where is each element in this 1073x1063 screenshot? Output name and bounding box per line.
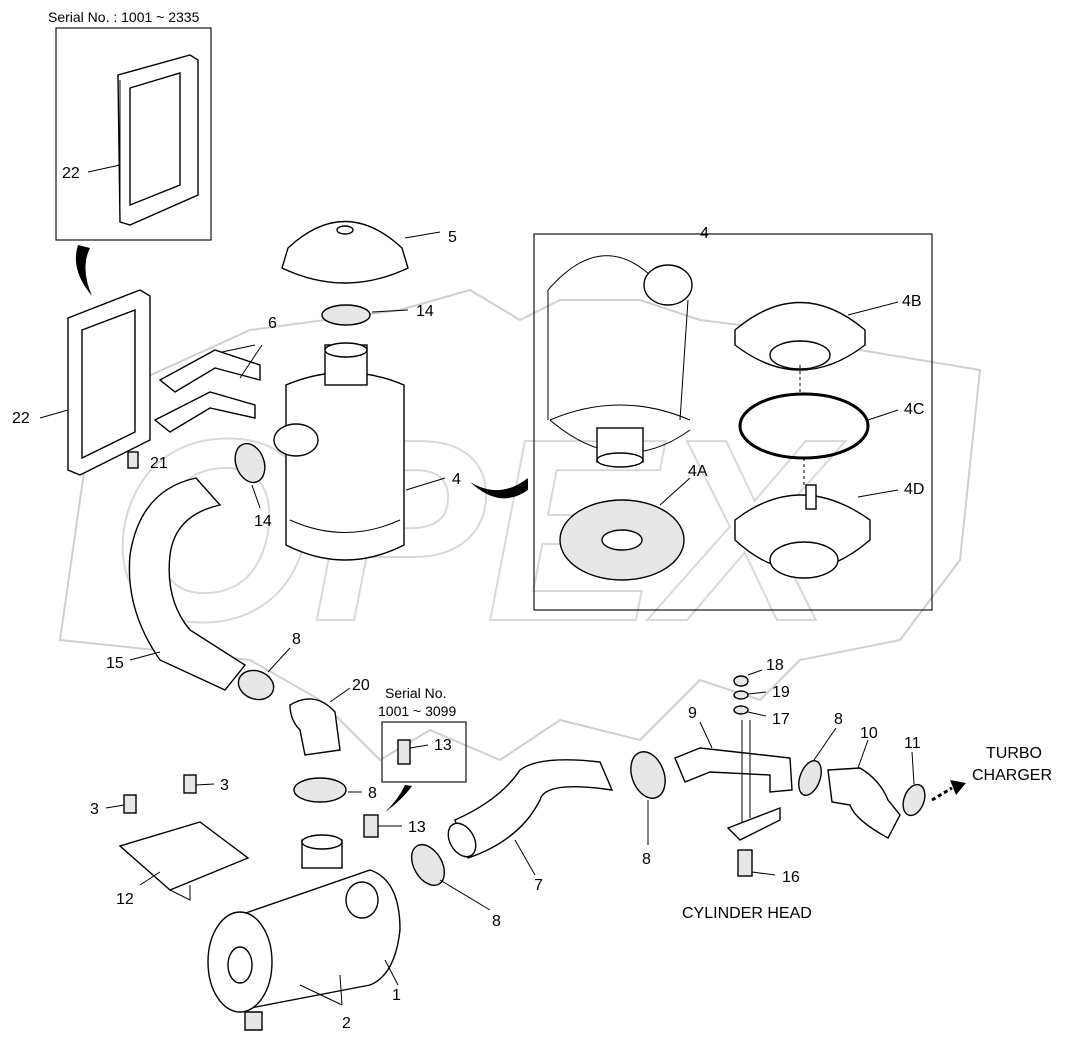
air-cleaner-cap: 5 (281, 220, 457, 284)
callout-19: 19 (772, 684, 790, 701)
clamp-8c: 8 (410, 844, 501, 930)
sensor-13: 13 (363, 814, 426, 838)
serial-inset-mid: Serial No. 1001 ~ 3099 13 (378, 685, 467, 812)
clamp-left: 14 (234, 442, 272, 530)
callout-4c: 4C (904, 401, 924, 418)
clamp-8d: 8 (630, 751, 666, 868)
hose-7: 7 (447, 759, 614, 894)
callout-15: 15 (106, 655, 124, 672)
air-cleaner-1: 1 2 (207, 834, 401, 1032)
turbo-arrow (931, 780, 966, 802)
callout-3b: 3 (220, 777, 229, 794)
callout-9: 9 (688, 705, 697, 722)
callout-8d: 8 (642, 851, 651, 868)
watermark-text: OPEX (110, 386, 846, 676)
callout-1: 1 (392, 987, 401, 1004)
serial-inset-top: Serial No. : 1001 ~ 2335 22 (48, 9, 212, 241)
callout-4-box: 4 (700, 225, 709, 242)
callout-18: 18 (766, 657, 784, 674)
detail-arrow (470, 478, 528, 499)
inset-arrow-mid (385, 785, 412, 812)
callout-22: 22 (12, 410, 30, 427)
mounting-brackets: 6 (153, 315, 277, 433)
callout-16: 16 (782, 869, 800, 886)
callout-5: 5 (448, 229, 457, 246)
clamp-top: 14 (321, 303, 434, 326)
callout-8a: 8 (292, 631, 301, 648)
watermark-gear: OPEX (58, 288, 982, 762)
callout-14-top: 14 (416, 303, 434, 320)
callout-4-main: 4 (452, 471, 461, 488)
pipe-9: 9 (674, 705, 793, 793)
elbow-20: 20 (289, 677, 370, 756)
serial-mid-line1: Serial No. (385, 685, 446, 701)
hose-10: 10 (827, 725, 901, 839)
nuts: 18 19 17 (733, 657, 790, 728)
callout-8c: 8 (492, 913, 501, 930)
callout-20: 20 (352, 677, 370, 694)
cylinder-head-label: CYLINDER HEAD (682, 905, 812, 922)
clamp-8e: 8 (798, 711, 843, 796)
callout-11: 11 (904, 735, 921, 752)
callout-8e: 8 (834, 711, 843, 728)
callout-4a: 4A (688, 463, 708, 480)
callout-6: 6 (268, 315, 277, 332)
serial-top-label: Serial No. : 1001 ~ 2335 (48, 9, 200, 25)
hose-15: 15 (106, 477, 247, 691)
callout-10: 10 (860, 725, 878, 742)
turbo-line1: TURBO (986, 745, 1042, 762)
air-cleaner-body: 4 (273, 342, 528, 561)
callout-21: 21 (150, 455, 168, 472)
callout-8b: 8 (368, 785, 377, 802)
bracket-plate-12: 12 (116, 821, 250, 908)
callout-13-box: 13 (434, 737, 452, 754)
callout-4d: 4D (904, 481, 924, 498)
callout-2: 2 (342, 1015, 351, 1032)
bracket-16: 16 (726, 720, 800, 886)
callout-17: 17 (772, 711, 790, 728)
callout-14-left: 14 (254, 513, 272, 530)
callout-22-top: 22 (62, 165, 80, 182)
clamp-8a: 8 (237, 631, 301, 701)
serial-mid-line2: 1001 ~ 3099 (378, 703, 456, 719)
inset-arrow (75, 245, 92, 296)
clamp-8b: 8 (293, 777, 377, 803)
bolts-3: 3 3 (90, 774, 229, 818)
callout-4b: 4B (902, 293, 922, 310)
clamp-11: 11 (902, 735, 926, 817)
bracket-frame: 22 21 (12, 289, 168, 476)
callout-12: 12 (116, 891, 134, 908)
turbo-line2: CHARGER (972, 767, 1052, 784)
callout-13: 13 (408, 819, 426, 836)
filter-detail-box: 4 4A 4B 4C 4D (533, 225, 933, 611)
callout-7: 7 (534, 877, 543, 894)
callout-3a: 3 (90, 801, 99, 818)
